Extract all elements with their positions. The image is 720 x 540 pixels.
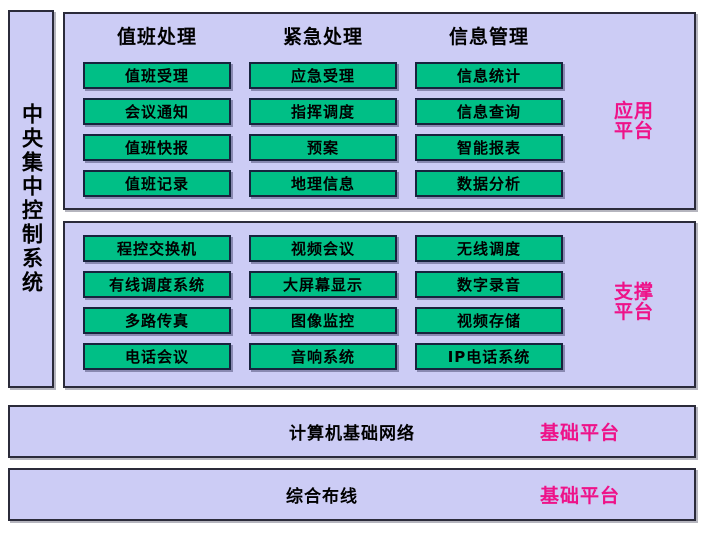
application-platform-label: 应用 平台 bbox=[589, 100, 679, 142]
module-button[interactable]: 智能报表 bbox=[415, 134, 563, 161]
module-button[interactable]: 程控交换机 bbox=[83, 235, 231, 262]
structured-cabling-label: 综合布线 bbox=[286, 487, 358, 507]
column-header-information-management: 信息管理 bbox=[448, 26, 529, 48]
module-button[interactable]: 多路传真 bbox=[83, 307, 231, 334]
application-column-emergency-handling: 应急受理 指挥调度 预案 地理信息 bbox=[249, 62, 397, 197]
sidebar-vertical-title: 中央集中控制系统 bbox=[19, 103, 44, 295]
module-button[interactable]: 信息统计 bbox=[415, 62, 563, 89]
application-column-duty-handling: 值班受理 会议通知 值班快报 值班记录 bbox=[83, 62, 231, 197]
module-button[interactable]: 无线调度 bbox=[415, 235, 563, 262]
infrastructure-network-label: 计算机基础网络 bbox=[289, 424, 415, 444]
module-button[interactable]: 音响系统 bbox=[249, 343, 397, 370]
module-button[interactable]: 应急受理 bbox=[249, 62, 397, 89]
central-control-system-sidebar: 中央集中控制系统 bbox=[8, 10, 54, 388]
application-platform-panel: 值班处理 紧急处理 信息管理 值班受理 会议通知 值班快报 值班记录 应急受理 … bbox=[63, 12, 696, 210]
support-platform-panel: 程控交换机 有线调度系统 多路传真 电话会议 视频会议 大屏幕显示 图像监控 音… bbox=[63, 221, 696, 388]
support-column-2: 视频会议 大屏幕显示 图像监控 音响系统 bbox=[249, 235, 397, 370]
infrastructure-platform-label: 基础平台 bbox=[539, 422, 620, 444]
application-platform-label-line1: 应用 bbox=[613, 100, 654, 122]
support-platform-label-line2: 平台 bbox=[613, 300, 654, 323]
support-platform-label-line1: 支撑 bbox=[613, 281, 654, 303]
module-button[interactable]: 信息查询 bbox=[415, 98, 563, 125]
column-header-emergency-handling: 紧急处理 bbox=[282, 26, 363, 48]
module-button[interactable]: 电话会议 bbox=[83, 343, 231, 370]
module-button[interactable]: 会议通知 bbox=[83, 98, 231, 125]
support-column-3: 无线调度 数字录音 视频存储 IP电话系统 bbox=[415, 235, 563, 370]
module-button[interactable]: 值班快报 bbox=[83, 134, 231, 161]
module-button[interactable]: 数字录音 bbox=[415, 271, 563, 298]
module-button[interactable]: 大屏幕显示 bbox=[249, 271, 397, 298]
module-button[interactable]: 图像监控 bbox=[249, 307, 397, 334]
support-platform-label: 支撑 平台 bbox=[589, 281, 679, 323]
module-button[interactable]: 指挥调度 bbox=[249, 98, 397, 125]
infrastructure-network-bar: 计算机基础网络 基础平台 bbox=[8, 405, 696, 458]
module-button[interactable]: 值班记录 bbox=[83, 170, 231, 197]
infrastructure-platform-label: 基础平台 bbox=[539, 485, 620, 507]
application-platform-label-line2: 平台 bbox=[613, 119, 654, 142]
application-column-information-management: 信息统计 信息查询 智能报表 数据分析 bbox=[415, 62, 563, 197]
module-button[interactable]: 预案 bbox=[249, 134, 397, 161]
module-button[interactable]: 地理信息 bbox=[249, 170, 397, 197]
module-button[interactable]: 数据分析 bbox=[415, 170, 563, 197]
column-header-duty-handling: 值班处理 bbox=[116, 26, 197, 48]
module-button[interactable]: 值班受理 bbox=[83, 62, 231, 89]
module-button[interactable]: 视频会议 bbox=[249, 235, 397, 262]
module-button[interactable]: 视频存储 bbox=[415, 307, 563, 334]
support-column-1: 程控交换机 有线调度系统 多路传真 电话会议 bbox=[83, 235, 231, 370]
module-button[interactable]: IP电话系统 bbox=[415, 343, 563, 370]
module-button[interactable]: 有线调度系统 bbox=[83, 271, 231, 298]
structured-cabling-bar: 综合布线 基础平台 bbox=[8, 468, 696, 521]
